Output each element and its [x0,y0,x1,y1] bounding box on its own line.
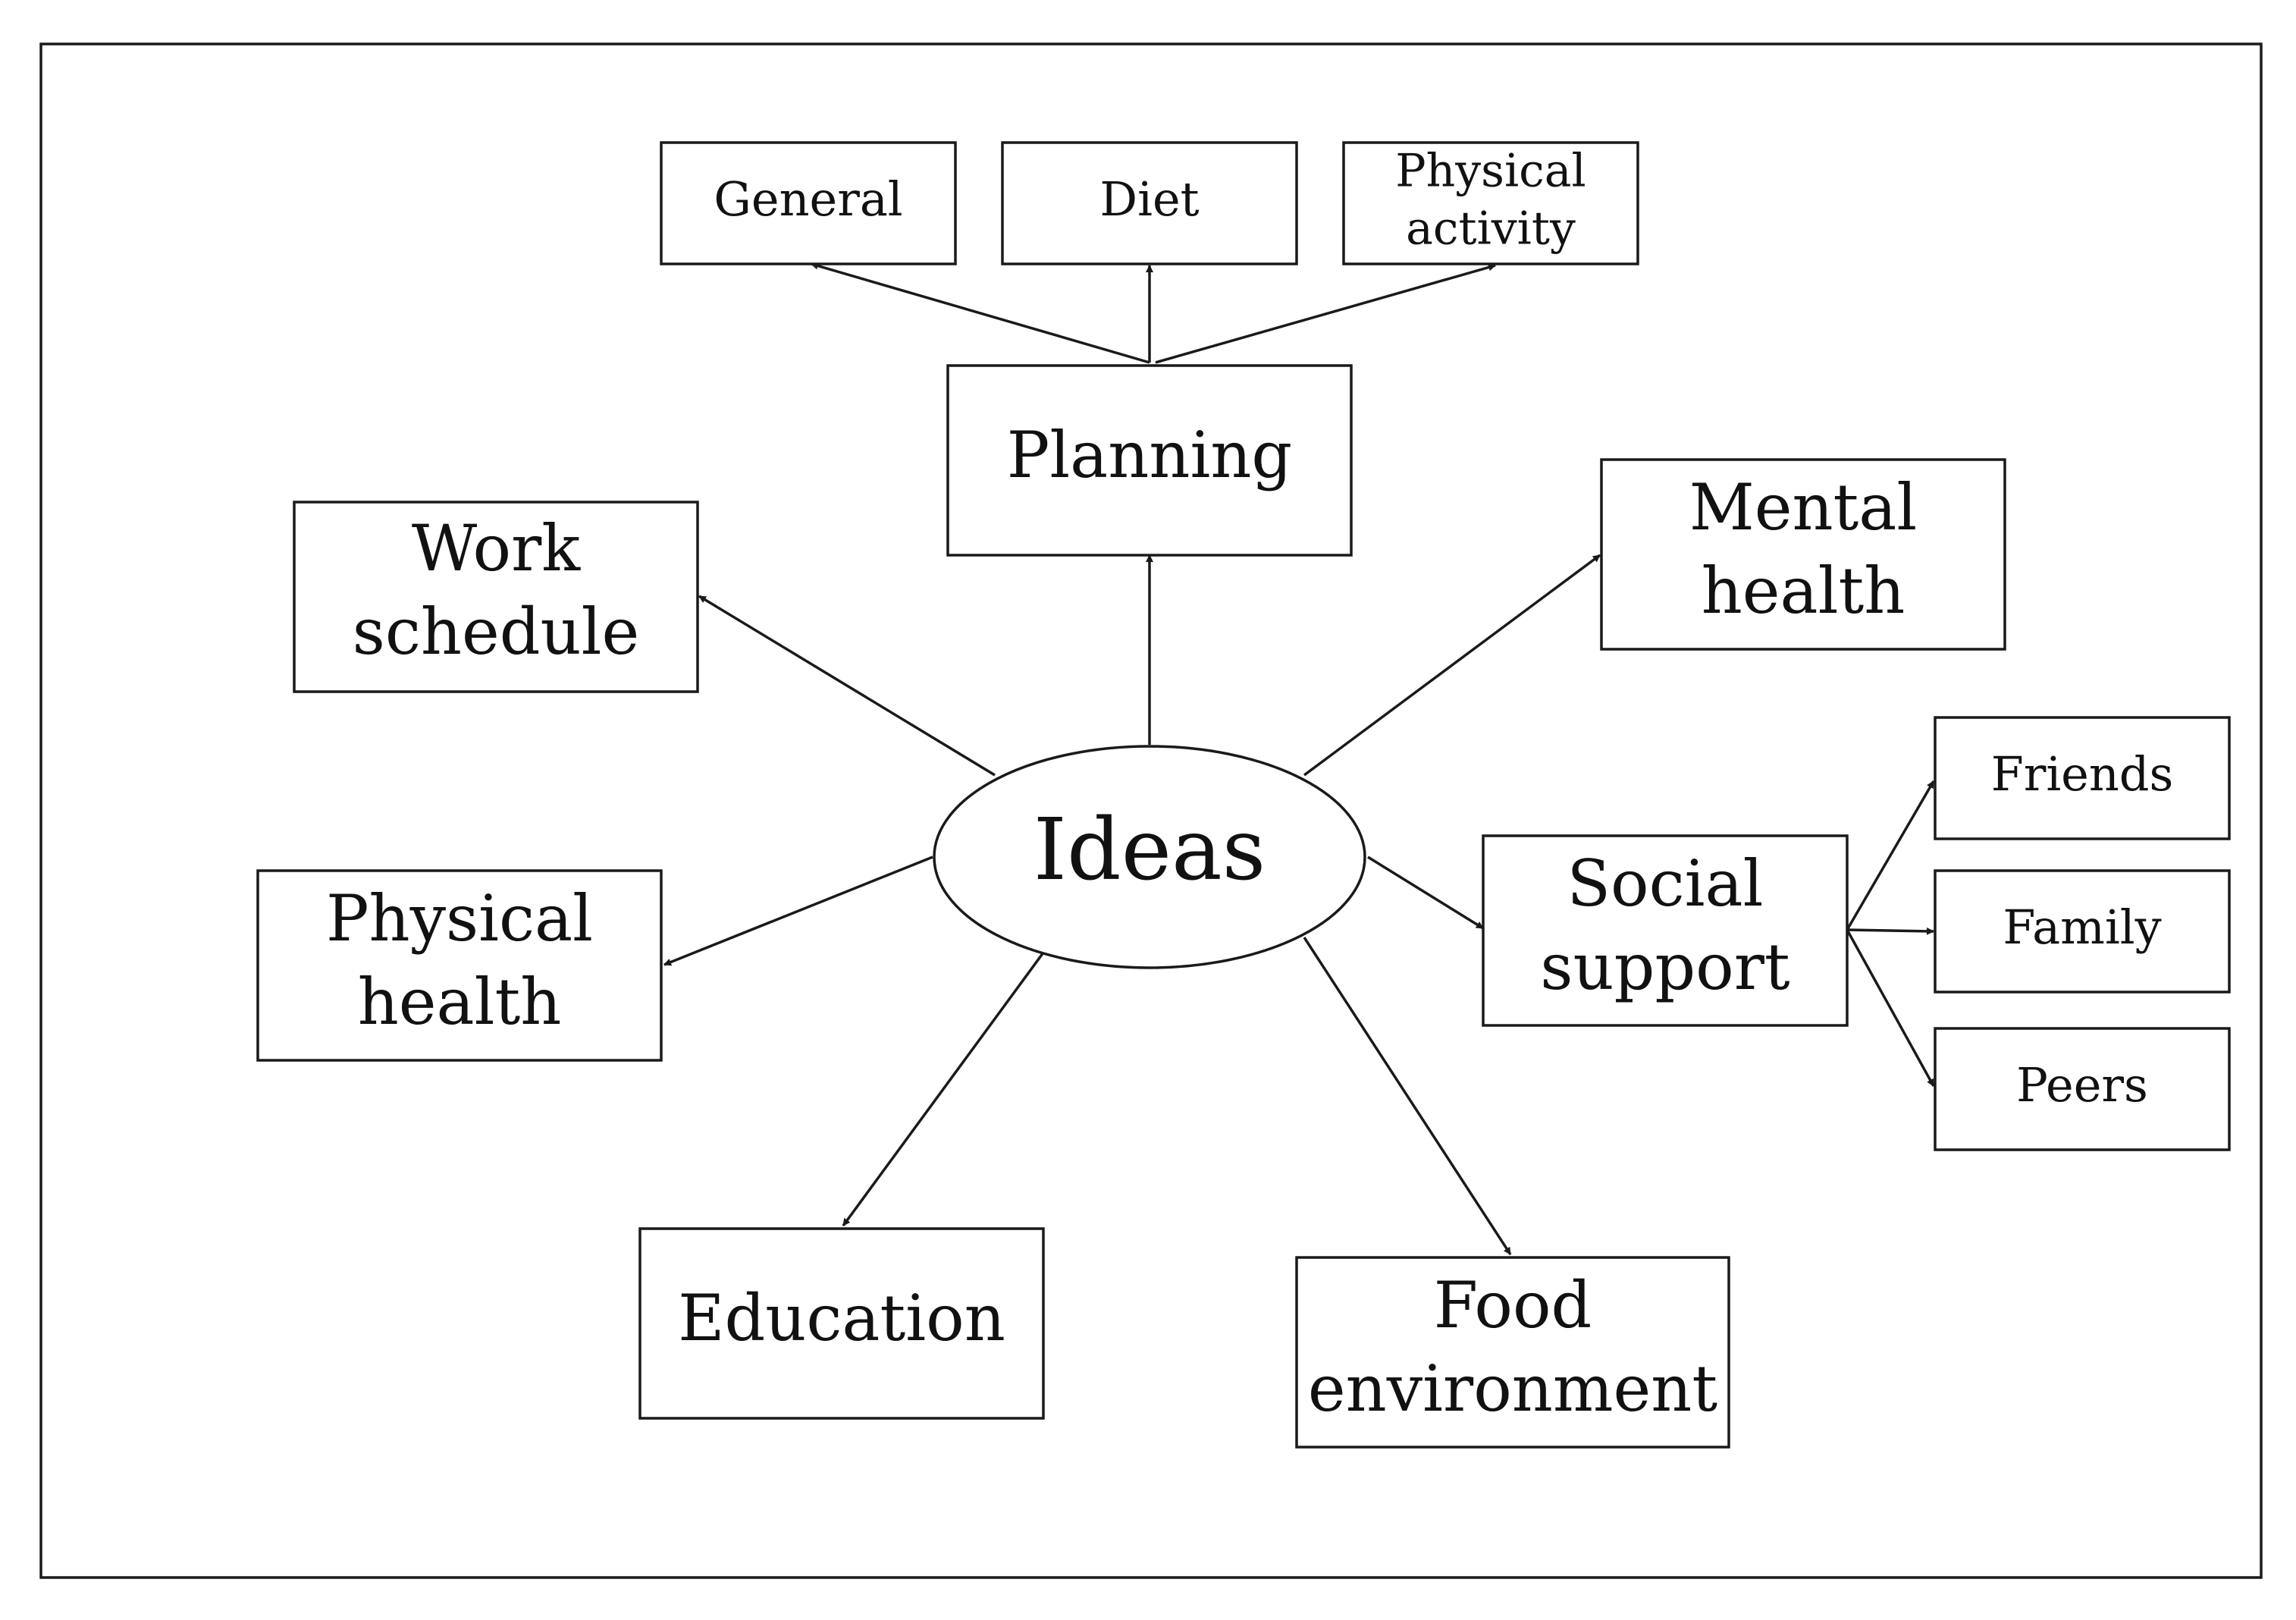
physical-health-line2: health [358,965,562,1039]
edge-ideas-physical-health [663,856,933,966]
social-support-line2: support [1540,930,1789,1004]
node-family: Family [1934,869,2231,994]
edge-ideas-work-schedule [698,595,996,777]
node-friends: Friends [1934,716,2231,840]
edge-social-friends [1846,780,1935,931]
social-support-line1: Social [1567,846,1764,921]
friends-label: Friends [1991,746,2174,802]
food-environment-line1: Food [1434,1268,1592,1342]
edge-social-peers [1846,929,1935,1087]
node-diet: Diet [1001,141,1298,265]
node-food-environment: Food environment [1295,1256,1730,1449]
planning-label: Planning [1007,418,1292,492]
mental-health-line1: Mental [1689,470,1918,545]
center-node-ideas: Ideas [933,745,1366,969]
center-label: Ideas [1034,801,1266,899]
node-work-schedule: Work schedule [293,501,699,693]
physical-activity-line2: activity [1406,202,1576,256]
diet-label: Diet [1099,171,1199,227]
edges [663,262,1935,1255]
food-environment-line2: environment [1308,1352,1717,1426]
family-label: Family [2003,899,2161,955]
node-planning: Planning [946,364,1353,557]
node-physical-health: Physical health [256,869,663,1062]
work-schedule-line2: schedule [353,595,639,669]
edge-ideas-social-support [1367,856,1484,930]
node-mental-health: Mental health [1600,458,2006,651]
edge-ideas-education [842,951,1045,1227]
education-label: Education [678,1281,1005,1355]
mental-health-line2: health [1702,554,1905,628]
node-physical-activity: Physical activity [1342,141,1639,265]
edge-social-family [1846,927,1934,935]
node-education: Education [638,1227,1045,1420]
edge-planning-general [811,262,1150,364]
physical-health-line1: Physical [326,881,593,956]
node-peers: Peers [1934,1027,2231,1151]
node-general: General [660,141,957,265]
edge-ideas-mental-health [1303,554,1601,777]
edge-planning-physical-activity [1155,263,1496,364]
work-schedule-line1: Work [412,511,581,586]
diagram-frame [39,42,2263,1579]
peers-label: Peers [2016,1057,2148,1113]
general-label: General [714,171,902,227]
edge-ideas-food-environment [1303,937,1512,1255]
physical-activity-line1: Physical [1395,145,1586,198]
node-social-support: Social support [1482,834,1849,1027]
